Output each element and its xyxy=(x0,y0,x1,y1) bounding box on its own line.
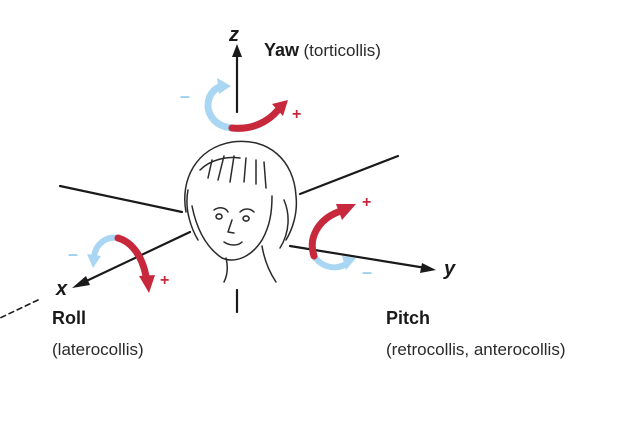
yaw-positive-arrow xyxy=(228,106,282,132)
x-axis-dashed-extension xyxy=(0,299,39,319)
pitch-positive-arrow xyxy=(308,208,342,260)
z-axis-arrowhead xyxy=(232,44,242,57)
pitch-subtitle: (retrocollis, anterocollis) xyxy=(386,340,566,359)
yaw-minus-sign: – xyxy=(180,86,191,106)
roll-subtitle: (laterocollis) xyxy=(52,340,144,359)
yaw-negative-arrowhead xyxy=(217,78,231,94)
yaw-subtitle: (torticollis) xyxy=(303,41,381,60)
x-axis-arrowhead xyxy=(72,276,90,288)
back-left-axis-line xyxy=(58,184,184,214)
back-right-axis-line xyxy=(298,154,400,196)
y-axis-arrowhead xyxy=(420,263,436,273)
roll-plus-sign: + xyxy=(160,272,170,289)
pitch-positive-arrowhead xyxy=(336,204,356,220)
roll-rotation-arrows xyxy=(87,234,155,293)
x-axis-line xyxy=(78,230,192,286)
y-axis-label: y xyxy=(444,258,456,280)
pitch-negative-arrowhead xyxy=(342,256,356,270)
yaw-label: Yaw (torticollis) xyxy=(264,40,381,61)
pitch-title: Pitch xyxy=(386,308,431,328)
pitch-plus-sign: + xyxy=(362,194,372,211)
yaw-title: Yaw xyxy=(264,40,300,60)
yaw-positive-arrowhead xyxy=(272,100,288,116)
head-illustration xyxy=(184,140,298,283)
z-axis-label: z xyxy=(229,24,239,46)
roll-negative-arrowhead xyxy=(87,254,101,268)
roll-minus-sign: – xyxy=(68,244,79,264)
axes xyxy=(0,44,436,319)
roll-positive-arrowhead xyxy=(139,275,155,293)
x-axis-label: x xyxy=(56,278,68,300)
roll-positive-arrow xyxy=(114,234,150,280)
roll-negative-arrow xyxy=(91,234,121,259)
roll-title: Roll xyxy=(52,308,86,328)
pitch-minus-sign: – xyxy=(362,262,373,282)
pitch-negative-arrow xyxy=(311,253,349,271)
yaw-rotation-arrows xyxy=(204,78,288,132)
pitch-rotation-arrows xyxy=(308,204,356,271)
yaw-plus-sign: + xyxy=(292,106,302,123)
